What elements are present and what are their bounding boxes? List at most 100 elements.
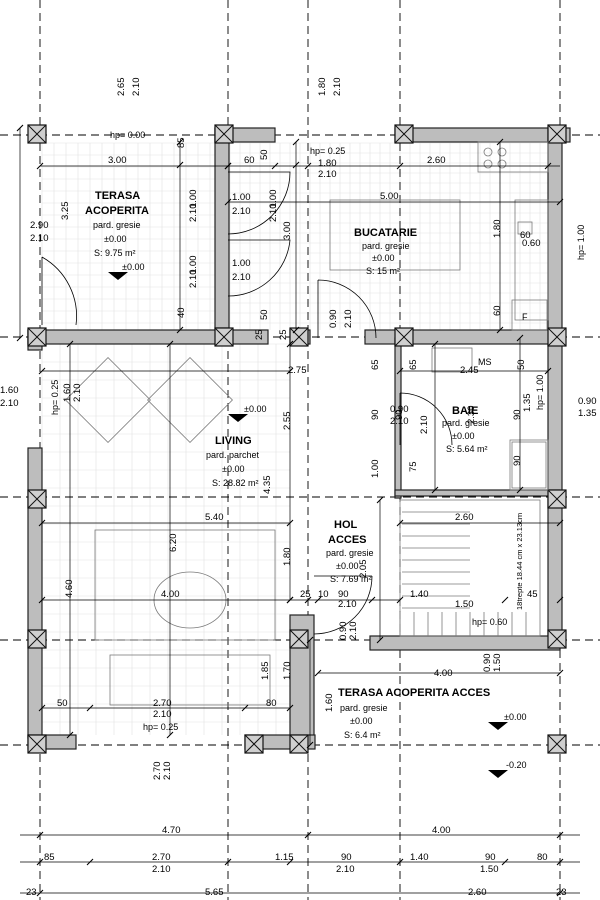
dimension-label: 2.65 — [116, 78, 127, 97]
dimension-label: 50 — [259, 309, 270, 320]
dimension-label: 25 — [300, 589, 311, 600]
walls — [27, 127, 571, 750]
dimension-label: 50 — [516, 359, 527, 370]
room-entrance-terrace-name: TERASA ACOPERITA ACCES — [338, 687, 490, 699]
dimension-label: 1.40 — [410, 852, 429, 863]
dimension-label: 1.50 — [455, 599, 474, 610]
dimension-label: 1.85 — [260, 662, 271, 681]
dimension-label: 2.70 — [152, 852, 171, 863]
dimension-label: 1.00 — [370, 460, 381, 479]
dimension-label: 60 — [492, 305, 503, 316]
room-entrance-terrace-area: S: 6.4 m² — [344, 730, 381, 740]
window-note: hp= 1.00 — [576, 225, 586, 260]
dimension-label: 2.75 — [288, 365, 307, 376]
dimension-label: 4.00 — [434, 668, 453, 679]
window-note: hp= 1.00 — [535, 375, 545, 410]
stair-outline — [399, 499, 541, 637]
room-bath-name: BAIE — [452, 405, 478, 417]
dimension-label: 1.50 — [492, 654, 503, 673]
dimension-label: 2.10 — [0, 398, 19, 409]
level-living: ±0.00 — [244, 404, 266, 414]
dimension-label: 4.00 — [432, 825, 451, 836]
room-hall-name-1: HOL — [334, 519, 358, 531]
dimension-label: 2.10 — [153, 709, 172, 720]
doors — [41, 171, 453, 635]
dimension-label: 1.80 — [317, 78, 328, 97]
room-bath-area: S: 5.64 m² — [446, 444, 488, 454]
dimension-label: 90 — [485, 852, 496, 863]
window-notes: hp= 0.00 hp= 0.25 hp= 0.25 hp= 0.25 hp= … — [50, 130, 586, 732]
dimension-label: 1.00 — [232, 192, 251, 203]
dimension-label: 1.80 — [318, 158, 337, 169]
room-kitchen-level: ±0.00 — [372, 253, 394, 263]
dimension-label: 4.35 — [262, 476, 273, 495]
dimension-label: 2.10 — [390, 416, 409, 427]
dimension-label: 2.90 — [30, 220, 49, 231]
dimension-label: 80 — [266, 698, 277, 709]
dimension-label: 2.10 — [268, 204, 279, 223]
dimension-label: 6.20 — [168, 534, 179, 553]
window-note: hp= 0.60 — [472, 617, 507, 627]
tile-grid-living — [41, 343, 290, 735]
window-note: hp= 0.25 — [310, 146, 345, 156]
dimension-label: 60 — [520, 230, 531, 241]
stairs-note: 18trepte 18.44 cm x 23.13cm — [515, 513, 524, 610]
room-hall-area: S: 7.69 m² — [330, 574, 372, 584]
dimension-label: 1.50 — [480, 864, 499, 875]
dimension-label: 2.10 — [338, 599, 357, 610]
dimension-label: 2.10 — [318, 169, 337, 180]
dimension-label: 2.10 — [188, 204, 199, 223]
washer-label: MS — [478, 357, 492, 367]
level-terrace: ±0.00 — [122, 262, 144, 272]
dimension-label: 2.30 — [466, 406, 477, 425]
dimension-label: 2.70 — [153, 698, 172, 709]
dimension-label: 65 — [408, 359, 419, 370]
dimension-label: 80 — [537, 852, 548, 863]
room-living-name: LIVING — [215, 435, 252, 447]
kitchen-counter: F — [477, 141, 549, 331]
dimension-label: 5.65 — [205, 887, 224, 898]
dimension-label: 40 — [176, 307, 187, 318]
dimension-label: 25 — [278, 329, 289, 340]
dimension-label: 1.80 — [282, 548, 293, 567]
dimension-label: 0.90 — [328, 310, 339, 329]
dimension-label: 0.60 — [522, 238, 541, 249]
dimension-label: 45 — [527, 589, 538, 600]
dimension-label: 2.10 — [131, 78, 142, 97]
dimension-label: 1.60 — [62, 384, 73, 403]
room-hall-level: ±0.00 — [336, 561, 358, 571]
room-terrace-floor: pard. gresie — [93, 220, 141, 230]
tile-grid-kitchen — [229, 142, 548, 330]
dimension-label: 10 — [318, 589, 329, 600]
room-entrance-terrace-level: ±0.00 — [350, 716, 372, 726]
dimension-label: 0.90 — [578, 396, 597, 407]
dimension-label: 0.90 — [482, 654, 493, 673]
dimension-label: 2.10 — [343, 310, 354, 329]
dimension-label: 2.10 — [232, 206, 251, 217]
room-terrace-name-2: ACOPERITA — [85, 205, 149, 217]
dimension-label: 1.15 — [275, 852, 294, 863]
tile-grid-terrace — [41, 142, 215, 330]
dimension-label: 75 — [408, 461, 419, 472]
dimension-label: 0.90 — [338, 622, 349, 641]
dimension-label: 90 — [512, 409, 523, 420]
room-living-area: S: 28.82 m² — [212, 478, 259, 488]
dimension-label: 2.70 — [152, 762, 163, 781]
dimension-label: 2.55 — [282, 412, 293, 431]
dimension-label: 2.10 — [332, 78, 343, 97]
dimension-label: 2.10 — [152, 864, 171, 875]
dimension-label: 1.40 — [410, 589, 429, 600]
dimension-label: 2.10 — [336, 864, 355, 875]
dimension-label: 23 — [556, 887, 567, 898]
dimension-label: 2.10 — [72, 384, 83, 403]
dimension-label: 1.00 — [268, 190, 279, 209]
dimension-label: 2.10 — [419, 416, 430, 435]
room-hall-floor: pard. gresie — [326, 548, 374, 558]
room-labels: TERASA ACOPERITA pard. gresie ±0.00 S: 9… — [85, 190, 490, 740]
dimension-label: 25 — [254, 329, 265, 340]
dimension-label: 1.35 — [522, 394, 533, 413]
dimension-label: 1.00 — [232, 258, 251, 269]
room-hall-name-2: ACCES — [328, 534, 367, 546]
dimension-label: 2.10 — [30, 233, 49, 244]
